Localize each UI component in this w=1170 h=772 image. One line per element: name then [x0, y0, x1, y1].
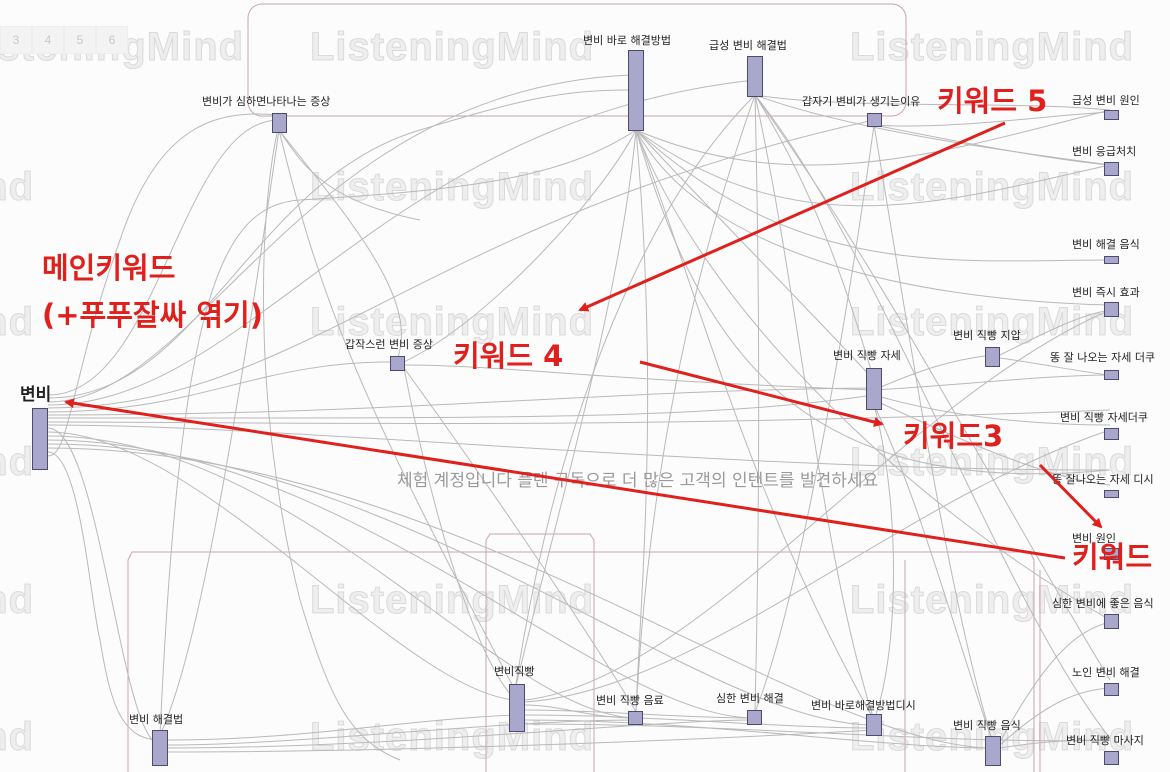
node-bar-cause[interactable]: [1104, 548, 1119, 560]
node-label-posture-good: 똥 잘 나오는 자세 더쿠: [1050, 351, 1156, 364]
node-bar-food[interactable]: [1104, 256, 1119, 264]
node-label-acute-cause: 급성 변비 원인: [1072, 94, 1140, 107]
node-label-first-aid: 변비 응급처치: [1072, 145, 1137, 158]
node-bar-acute-cause[interactable]: [1104, 110, 1119, 120]
arrow-kw4: [639, 360, 884, 427]
node-bar-massage[interactable]: [1104, 751, 1119, 765]
node-label-jikbbang: 변비직빵: [494, 665, 535, 678]
node-label-symptom-severe: 변비가 심하면나타나는 증상: [202, 95, 331, 108]
node-bar-instant[interactable]: [1104, 302, 1119, 317]
node-label-food: 변비 해결 음식: [1072, 238, 1140, 251]
trial-banner[interactable]: 체험 계정입니다 플랜 구독으로 더 많은 고객의 인텐트를 발견하세요: [397, 471, 879, 491]
node-label-main: 변비: [20, 385, 52, 405]
page-tab-3[interactable]: 3: [0, 26, 32, 54]
node-label-instant: 변비 즉시 효과: [1072, 286, 1140, 299]
annotation-keyword-4: 키워드 4: [453, 339, 564, 373]
annotation-main-keyword: 메인키워드: [42, 251, 176, 285]
node-label-solution: 변비 해결법: [129, 713, 184, 726]
node-bar-sudden-symptom[interactable]: [390, 356, 405, 371]
arrow-kw5: [578, 121, 1006, 312]
node-bar-severe-fix[interactable]: [747, 710, 762, 725]
node-label-severe-fix: 심한 변비 해결: [716, 692, 784, 705]
node-bar-posture[interactable]: [866, 368, 882, 410]
node-bar-quick-fix[interactable]: [628, 50, 644, 131]
node-label-quick-fix-dc: 변비 바로해결방법디시: [811, 699, 916, 712]
top-group-bracket: [247, 3, 907, 117]
page-tab-5[interactable]: 5: [64, 26, 96, 54]
node-label-acupressure: 변비 직빵 지압: [953, 329, 1021, 342]
node-bar-acupressure[interactable]: [985, 347, 1000, 367]
node-bar-posture-good[interactable]: [1104, 370, 1119, 380]
node-label-sudden-symptom: 갑작스런 변비 증상: [345, 338, 433, 351]
page-tab-6[interactable]: 6: [96, 26, 128, 54]
node-bar-jikbbang[interactable]: [509, 684, 525, 732]
node-bar-posture-dq[interactable]: [1104, 428, 1119, 440]
node-label-massage: 변비 직빵 마사지: [1066, 734, 1144, 747]
node-bar-good-food[interactable]: [1104, 614, 1119, 629]
node-label-posture-dc: 똥 잘나오는 자세 디시: [1052, 473, 1154, 486]
arrow-kw-main: [64, 398, 1066, 560]
node-label-drink: 변비 직빵 음료: [596, 694, 664, 707]
node-label-jik-food: 변비 직빵 음식: [953, 719, 1021, 732]
node-label-elderly: 노인 변비 해결: [1072, 666, 1140, 679]
node-bar-quick-fix-dc[interactable]: [866, 714, 882, 736]
node-bar-main[interactable]: [32, 408, 48, 470]
page-tab-4[interactable]: 4: [32, 26, 64, 54]
node-label-sudden-cause: 갑자기 변비가 생기는이유: [802, 95, 921, 108]
node-bar-solution[interactable]: [152, 730, 168, 766]
annotation-keyword-3: 키워드3: [903, 419, 1004, 453]
annotation-keyword-edge: 키워드: [1072, 540, 1153, 574]
inner-group-bracket: [485, 533, 595, 772]
arrow-kw3: [1038, 463, 1103, 529]
node-label-good-food: 심한 변비에 좋은 음식: [1052, 597, 1154, 610]
annotation-keyword-5: 키워드 5: [937, 84, 1048, 118]
node-bar-elderly[interactable]: [1104, 683, 1119, 696]
node-label-posture-dq: 변비 직빵 자세더쿠: [1060, 411, 1148, 424]
node-label-cause: 변비 원인: [1072, 532, 1116, 545]
node-bar-symptom-severe[interactable]: [272, 113, 287, 133]
node-label-quick-fix: 변비 바로 해결방법: [583, 34, 671, 47]
node-bar-acute-fix[interactable]: [747, 56, 763, 97]
annotation-main-keyword-note: (+푸푸잘싸 엮기): [42, 298, 263, 332]
node-label-acute-fix: 급성 변비 해결법: [709, 39, 787, 52]
node-bar-sudden-cause[interactable]: [867, 113, 882, 127]
node-bar-jik-food[interactable]: [985, 736, 1001, 766]
node-bar-posture-dc[interactable]: [1104, 490, 1119, 498]
flow-edges: [47, 74, 1111, 761]
node-bar-first-aid[interactable]: [1104, 162, 1119, 176]
node-label-posture: 변비 직빵 자세: [833, 349, 901, 362]
node-bar-drink[interactable]: [628, 711, 643, 725]
